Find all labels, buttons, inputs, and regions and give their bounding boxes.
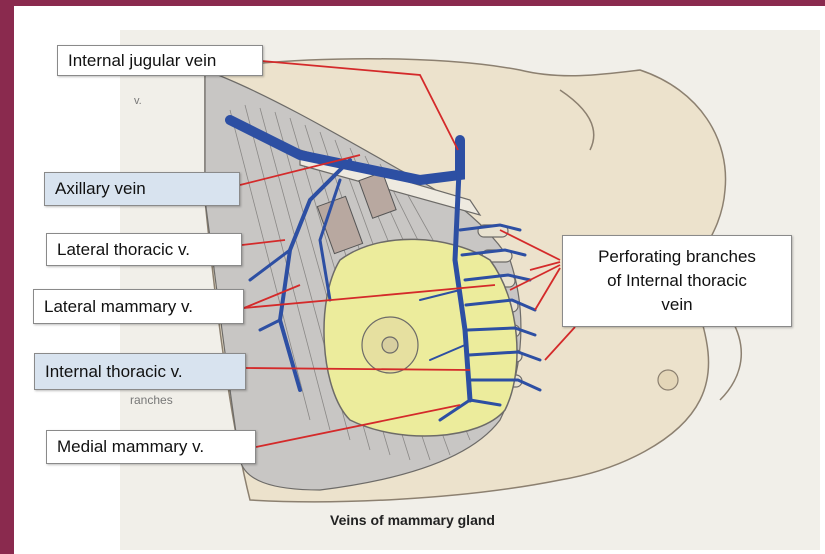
figure-caption: Veins of mammary gland: [0, 512, 825, 528]
label-lateral-thoracic-vein: Lateral thoracic v.: [46, 233, 242, 266]
book-branches-fragment: ranches: [130, 393, 173, 407]
label-medial-mammary-vein: Medial mammary v.: [46, 430, 256, 464]
perforating-line-1: Perforating branches: [563, 245, 791, 269]
book-v-mark: v.: [134, 95, 142, 107]
nipple: [382, 337, 398, 353]
label-perforating-branches: Perforating branches of Internal thoraci…: [562, 235, 792, 327]
right-nipple: [658, 370, 678, 390]
label-internal-jugular-vein: Internal jugular vein: [57, 45, 263, 76]
label-internal-thoracic-vein: Internal thoracic v.: [34, 353, 246, 390]
label-axillary-vein: Axillary vein: [44, 172, 240, 206]
label-lateral-mammary-vein: Lateral mammary v.: [33, 289, 244, 324]
perforating-line-3: vein: [563, 293, 791, 317]
mammary-gland: [324, 239, 517, 436]
perforating-line-2: of Internal thoracic: [563, 269, 791, 293]
